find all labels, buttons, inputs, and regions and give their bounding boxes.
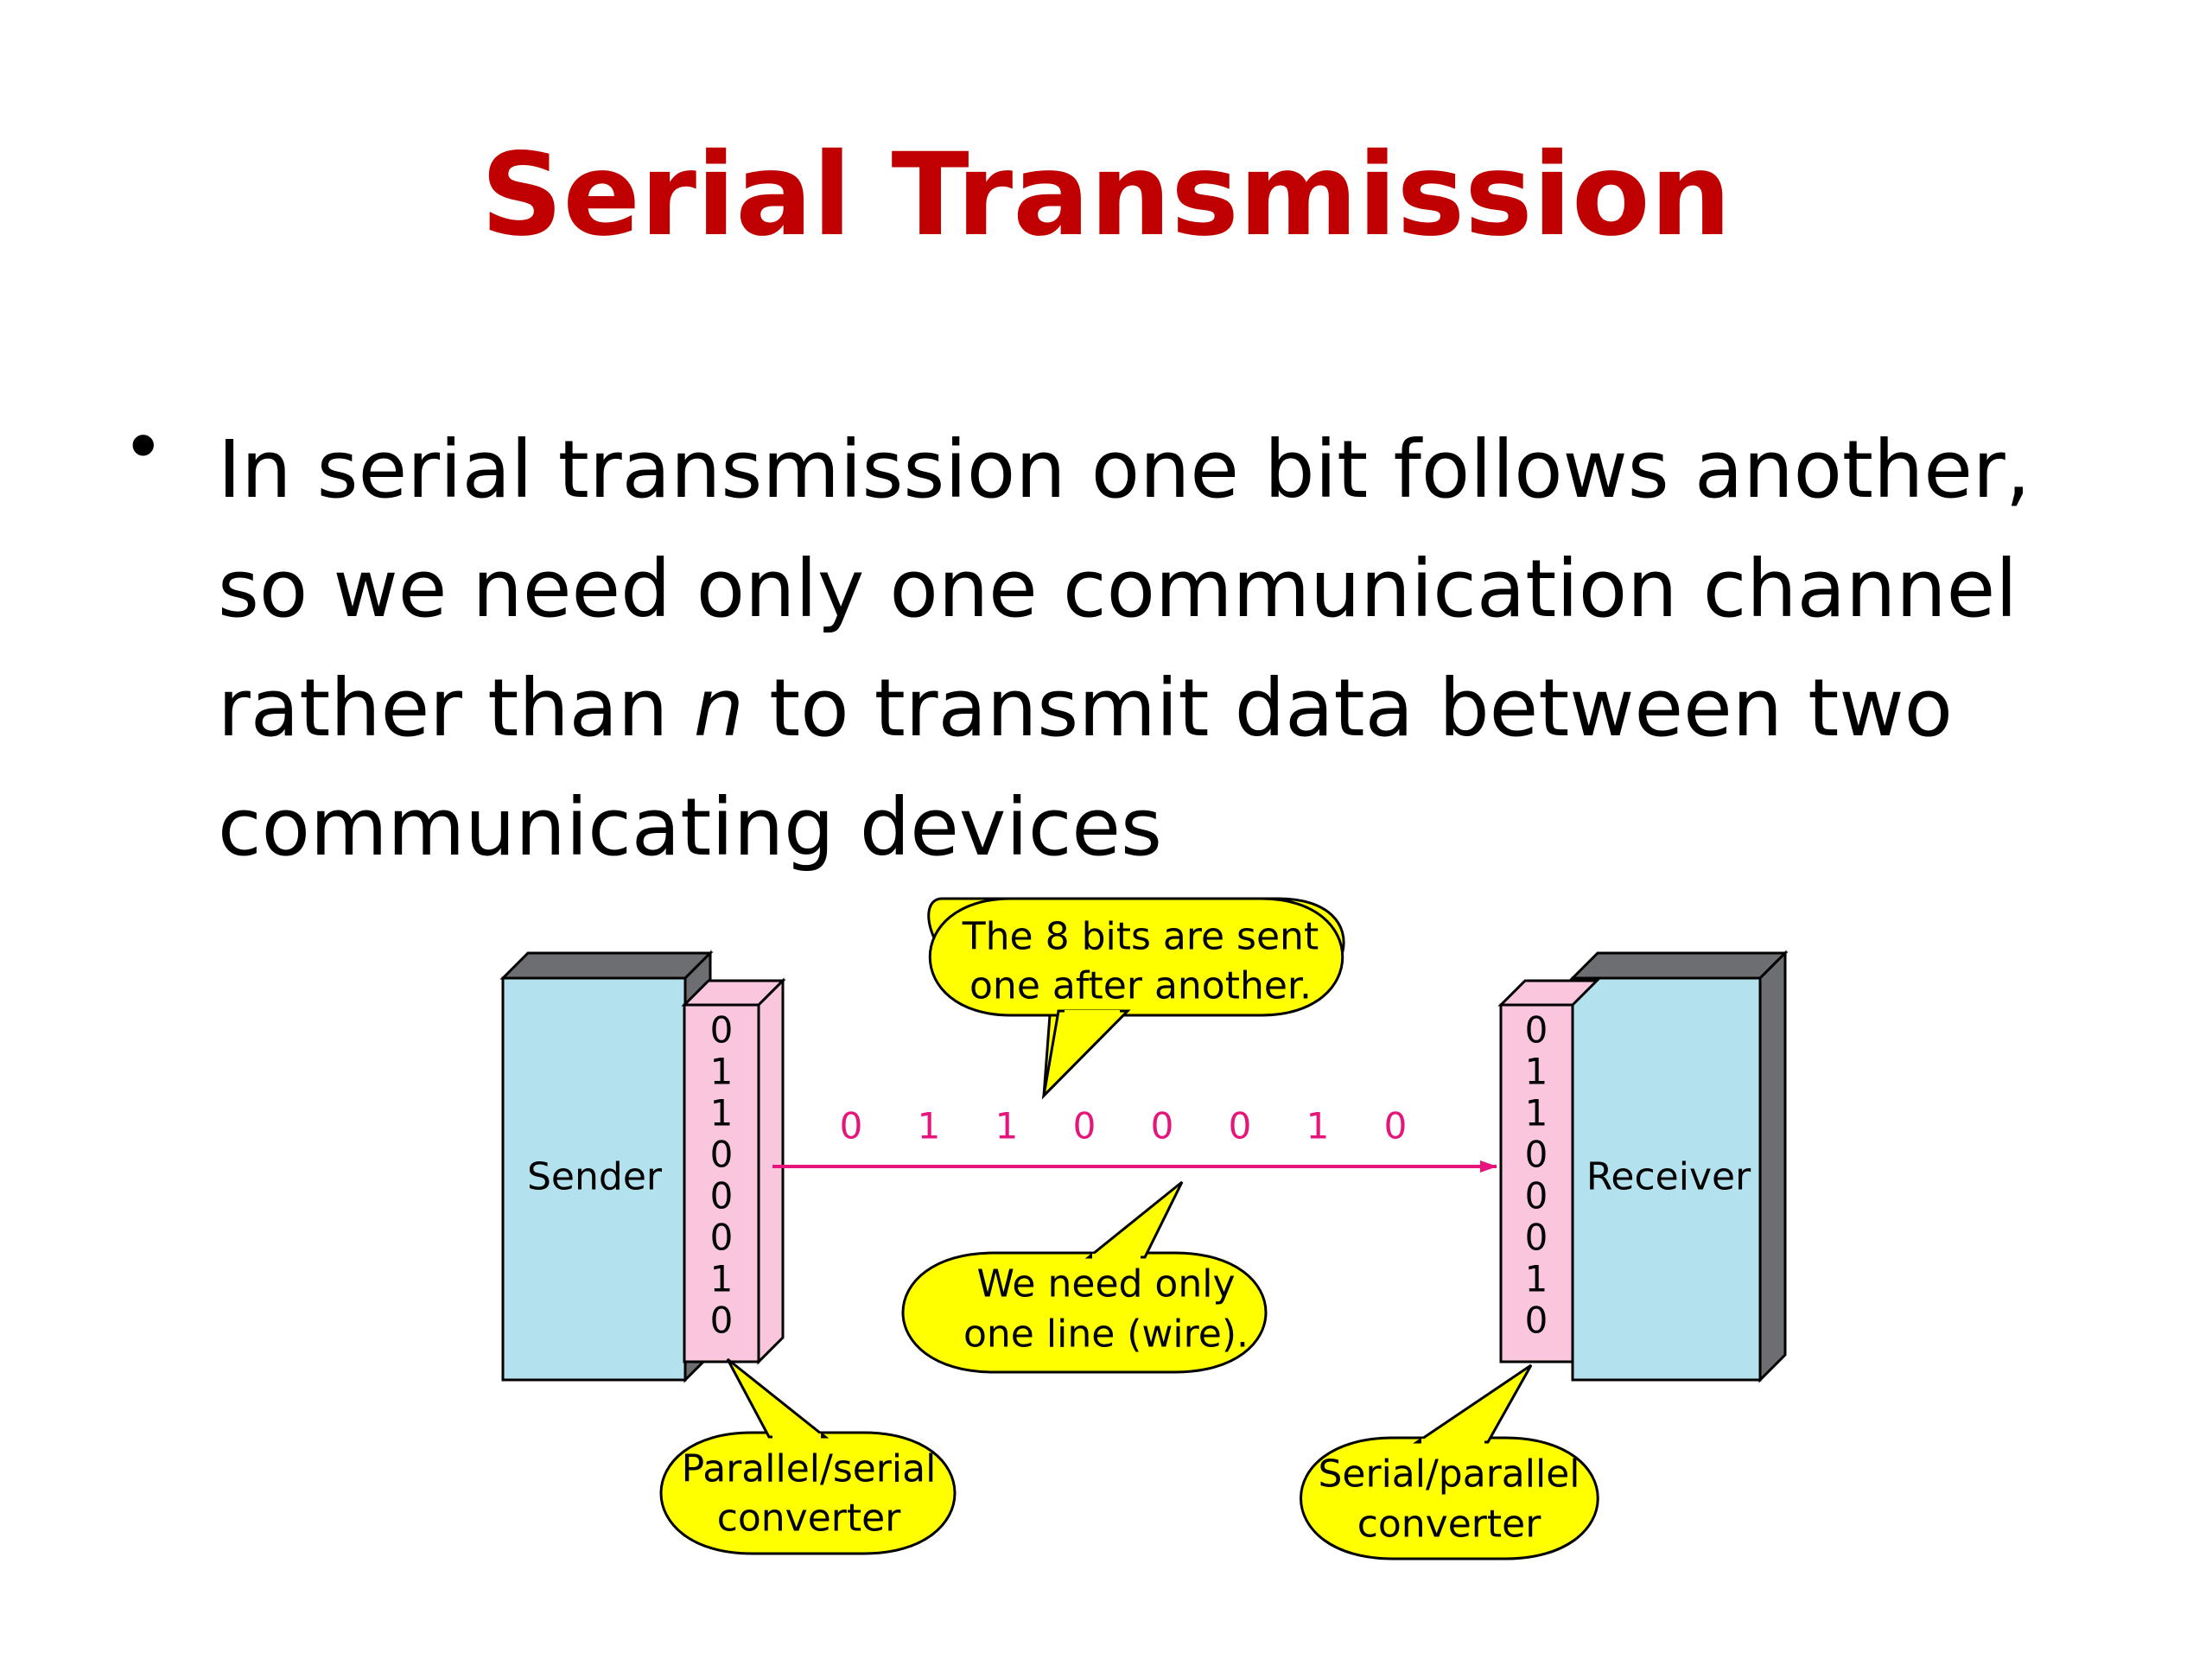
bullet-line-3: rather than n to transmit data between t… [218,649,2145,768]
bullet-line-3-pre: rather than [218,662,694,754]
bullet-marker: • [130,402,157,488]
wire-bit: 0 [1229,1105,1252,1147]
callout-one-line-line-2: one line (wire). [963,1313,1249,1357]
left-converter-bit: 1 [710,1258,734,1300]
callout-parallel-serial-body [659,1431,957,1555]
right-converter-bit: 0 [1525,1300,1548,1342]
callout-one-line-body [901,1251,1268,1374]
left-converter-side-face [757,977,785,1365]
bullet-line-2: so we need only one communication channe… [218,543,2018,635]
left-converter-bit: 0 [710,1009,734,1052]
callout-serial-parallel-body [1300,1436,1599,1560]
left-converter-bit: 0 [710,1300,734,1342]
right-converter-bit: 0 [1525,1175,1548,1217]
right-converter-bit: 0 [1525,1009,1548,1052]
receiver-top-face [1569,951,1789,980]
callout-bits-sent-line-2: one after another. [969,964,1312,1008]
left-converter-front-face [683,1003,760,1363]
sender-front-face [501,976,687,1382]
bullet-line-4: communicating devices [218,781,1162,874]
left-converter-bit: 1 [710,1051,734,1093]
callout-bits-sent-line-1: The 8 bits are sent [962,915,1319,959]
wire-bit: 1 [918,1105,941,1147]
sender-label: Sender [527,1155,663,1199]
receiver-front-face [1571,976,1762,1382]
wire-bit: 0 [1384,1105,1408,1147]
callout-bits-sent-pointer [1041,1009,1131,1100]
left-converter-bit: 0 [710,1175,734,1217]
right-converter-bit: 1 [1525,1051,1548,1093]
wire-bit: 1 [1306,1105,1330,1147]
left-converter-bit: 1 [710,1092,734,1135]
right-converter-front-face [1499,1003,1574,1363]
bullet-italic-n: n [693,662,744,754]
callout-serial-parallel-line-1: Serial/parallel [1318,1452,1580,1497]
callout-parallel-serial-line-1: Parallel/serial [682,1447,937,1491]
wire-bit: 1 [995,1105,1019,1147]
callout-one-line-pointer [1084,1180,1184,1259]
slide-title: Serial Transmission [480,129,1732,262]
callout-bits-sent-body [928,897,1344,1017]
bullet-text: In serial transmission one bit follows a… [218,410,2145,887]
bullet-line-1: In serial transmission one bit follows a… [218,423,2031,516]
sender-top-face [499,951,714,980]
receiver-side-face [1758,950,1787,1383]
wire-bit: 0 [1073,1105,1096,1147]
right-converter-bit: 0 [1525,1134,1548,1176]
bullet-line-3-post: to transmit data between two [743,662,1953,754]
left-converter-bit: 0 [710,1134,734,1176]
right-converter-bit: 1 [1525,1092,1548,1135]
callout-one-line: We need only one line (wire). [901,1180,1268,1374]
callout-serial-parallel: Serial/parallel converter [1300,1363,1599,1560]
callout-parallel-serial-pointer [726,1357,830,1439]
callout-parallel-serial-line-2: converter [717,1497,902,1541]
wire-bit: 0 [840,1105,863,1147]
sender-device: Sender [499,950,714,1383]
callout-serial-parallel-line-2: converter [1357,1503,1542,1547]
wire-bit-sequence: 0 1 1 0 0 0 1 0 [840,1105,1408,1147]
callout-parallel-serial: Parallel/serial converter [659,1357,957,1555]
callout-one-line-line-1: We need only [977,1262,1236,1306]
right-converter-bit: 1 [1525,1258,1548,1300]
callout-bits-sent: The 8 bits are sent one after another. [927,897,1345,1100]
receiver-device: Receiver [1569,950,1789,1383]
right-converter-bit: 0 [1525,1217,1548,1259]
callout-serial-parallel-pointer [1413,1363,1533,1444]
receiver-label: Receiver [1586,1155,1751,1199]
wire-bit: 0 [1151,1105,1174,1147]
left-converter-bit: 0 [710,1217,734,1259]
